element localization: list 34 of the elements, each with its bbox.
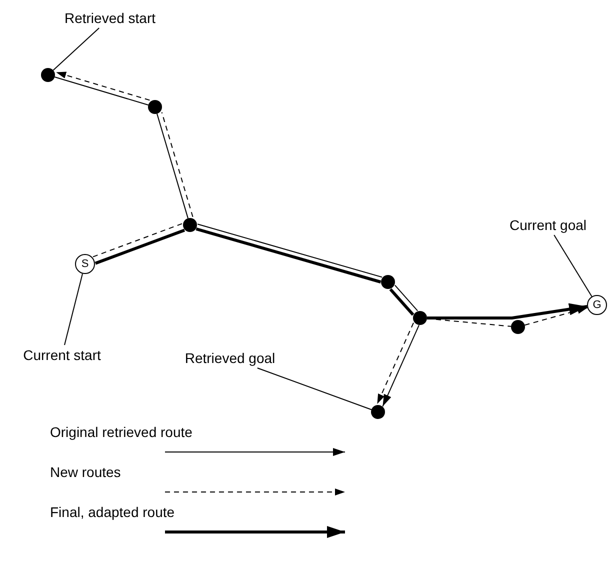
callout-label: Retrieved start bbox=[64, 10, 156, 26]
route-point bbox=[41, 68, 55, 82]
route-line bbox=[197, 224, 383, 278]
leader-line bbox=[554, 234, 592, 297]
route-point bbox=[148, 100, 162, 114]
route-arrow bbox=[376, 322, 414, 404]
leader-line bbox=[64, 273, 83, 346]
route-line bbox=[389, 288, 414, 316]
route-arrow bbox=[56, 72, 150, 101]
route-arrow bbox=[382, 324, 420, 407]
callout-label: Current start bbox=[23, 347, 101, 363]
route-line bbox=[94, 228, 186, 265]
route-line bbox=[196, 227, 382, 284]
route-line bbox=[92, 223, 182, 258]
route-point bbox=[183, 218, 197, 232]
legend-label: Original retrieved route bbox=[50, 424, 192, 440]
route-point bbox=[511, 320, 525, 334]
route-arrow bbox=[524, 307, 588, 326]
route-arrow bbox=[427, 303, 588, 320]
route-point bbox=[381, 275, 395, 289]
leader-line bbox=[52, 28, 100, 71]
route-line bbox=[54, 76, 149, 106]
route-line bbox=[161, 112, 194, 218]
endpoint-marker: G bbox=[587, 295, 607, 315]
legend-label: Final, adapted route bbox=[50, 504, 175, 520]
route-line bbox=[156, 113, 188, 219]
leader-line bbox=[256, 368, 372, 410]
route-line bbox=[394, 284, 418, 312]
callout-label: Retrieved goal bbox=[184, 350, 276, 366]
callout-label: Current goal bbox=[509, 217, 587, 233]
endpoint-marker: S bbox=[75, 254, 95, 274]
route-point bbox=[413, 311, 427, 325]
legend-label: New routes bbox=[50, 464, 121, 480]
route-point bbox=[371, 405, 385, 419]
